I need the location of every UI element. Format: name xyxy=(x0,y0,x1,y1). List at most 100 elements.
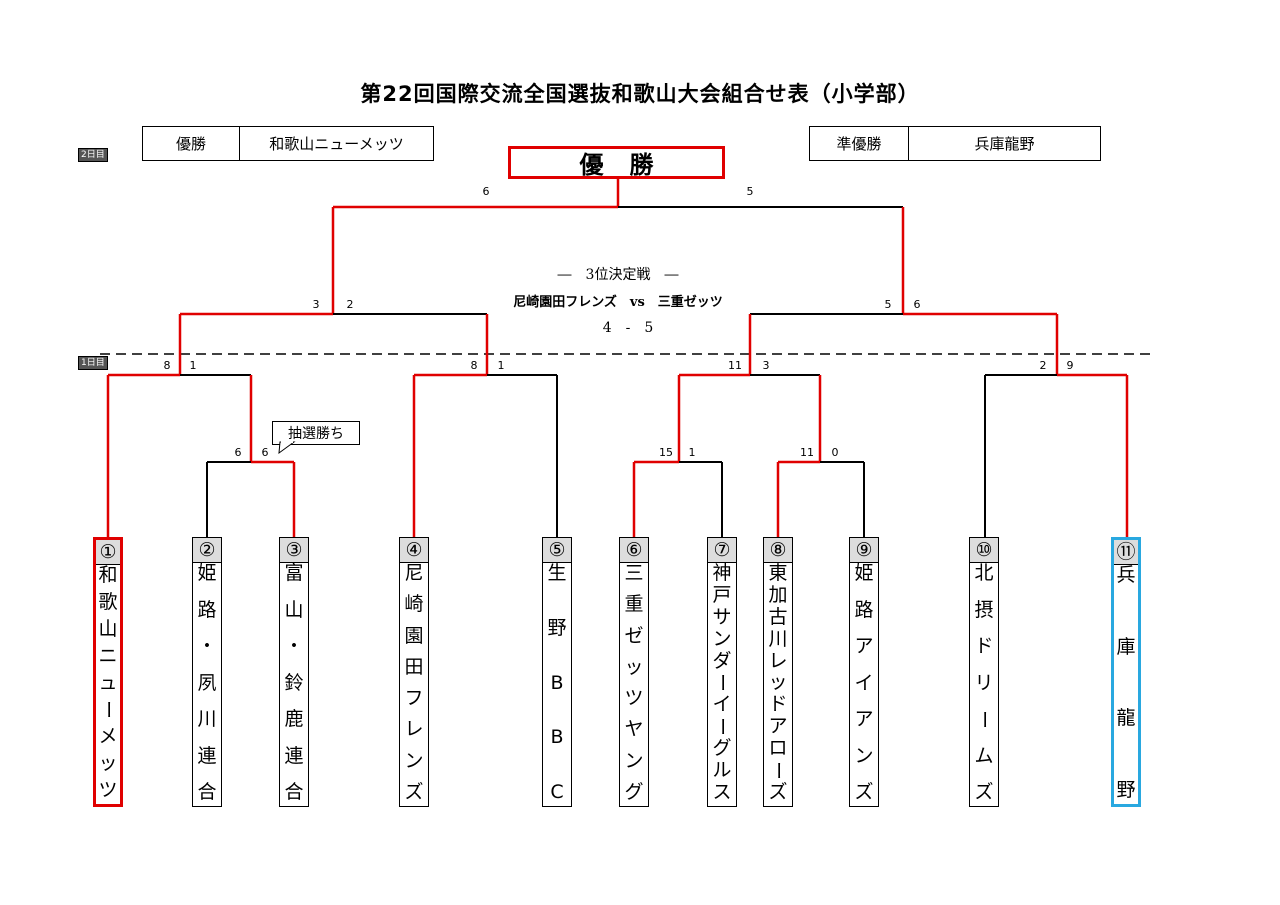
team-name: 富山・鈴鹿連合 xyxy=(280,564,308,802)
team-name: 三重ゼッツヤング xyxy=(620,564,648,802)
team-name-char: 庫 xyxy=(1116,635,1136,658)
team-name-char: 歌 xyxy=(98,590,118,613)
team-name-char: 山 xyxy=(98,617,118,640)
team-number: ⑩ xyxy=(970,538,998,563)
team-name-char: 姫 xyxy=(197,562,217,584)
team-name-char: ズ xyxy=(404,780,424,803)
team-name-char: ツ xyxy=(98,779,118,801)
runner-up-team: 兵庫龍野 xyxy=(974,135,1035,153)
team-name-char: 合 xyxy=(284,781,304,803)
score-qf4-a: 2 xyxy=(1039,359,1047,372)
third-place-heading: ― 3位決定戦 ― xyxy=(557,267,679,283)
team-name-char: ン xyxy=(624,749,644,772)
team-number: ⑪ xyxy=(1114,540,1138,565)
score-r1-b-a: 15 xyxy=(659,446,673,459)
page-title: 第22回国際交流全国選抜和歌山大会組合せ表（小学部） xyxy=(360,82,920,106)
team-name-char: 山 xyxy=(284,598,304,621)
team-name-char: 尼 xyxy=(404,562,424,584)
team-name-char: 路 xyxy=(197,598,217,621)
team-name-char: 路 xyxy=(854,598,874,621)
score-final-left: 6 xyxy=(482,185,490,198)
team-name-char: ッ xyxy=(98,752,118,775)
team-name-char: 連 xyxy=(284,744,304,767)
team-name-char: 生 xyxy=(547,562,567,584)
team-name-char: ッ xyxy=(624,655,644,678)
third-place-score: 4 - 5 xyxy=(602,320,654,336)
team-name-char: ュ xyxy=(98,671,118,694)
team-name-char: ー xyxy=(973,709,996,730)
team-name-char: ン xyxy=(404,749,424,772)
team-name-char: レ xyxy=(768,649,788,672)
team-name-char: ド xyxy=(768,693,788,716)
team-name-char: C xyxy=(550,781,564,803)
team-name-char: ア xyxy=(854,635,874,657)
team-name-char: ズ xyxy=(854,781,874,803)
team-name-char: 龍 xyxy=(1116,707,1136,730)
score-final-right: 5 xyxy=(746,185,754,198)
team-name-char: リ xyxy=(974,671,994,694)
score-r1-c-a: 11 xyxy=(800,446,814,459)
team-name-char: 戸 xyxy=(712,583,732,606)
score-sf-right-a: 5 xyxy=(884,298,892,311)
team-name: 尼崎園田フレンズ xyxy=(400,564,428,802)
team-name: 北摂ドリームズ xyxy=(970,564,998,802)
team-name-char: 古 xyxy=(768,605,788,628)
team-name-char: イ xyxy=(712,693,732,716)
score-sf-right-b: 6 xyxy=(913,298,921,311)
team-name-char: ゼ xyxy=(624,624,644,647)
team-name-char: ニ xyxy=(98,644,118,667)
team-name-char: 和 xyxy=(98,564,118,586)
team-name-char: イ xyxy=(854,671,874,694)
team-name: 兵庫龍野 xyxy=(1114,566,1138,800)
team-name-char: 摂 xyxy=(974,598,994,621)
team-name: 和歌山ニューメッツ xyxy=(96,566,120,800)
team-name-char: 川 xyxy=(197,708,217,730)
score-qf3-a: 11 xyxy=(728,359,742,372)
score-r1-a-a: 6 xyxy=(234,446,242,459)
team-name-char: ・ xyxy=(284,635,304,657)
score-qf3-b: 3 xyxy=(762,359,770,372)
team-name-char: 崎 xyxy=(404,593,424,616)
team-name-char: ズ xyxy=(974,781,994,803)
team-name-char: ン xyxy=(712,627,732,650)
team-name-char: 北 xyxy=(974,562,994,584)
score-qf2-a: 8 xyxy=(470,359,478,372)
team-name-char: ー xyxy=(711,673,734,693)
team-name-char: 川 xyxy=(768,627,788,650)
team-name-char: 兵 xyxy=(1116,564,1136,586)
team-name-char: 野 xyxy=(547,616,567,639)
team-name-char: サ xyxy=(712,605,732,628)
team-number: ③ xyxy=(280,538,308,563)
score-r1-a-b: 6 xyxy=(261,446,269,459)
team-name-char: ル xyxy=(712,759,732,782)
team-name-char: 加 xyxy=(768,583,788,606)
team-name: 東加古川レッドアローズ xyxy=(764,564,792,802)
team-name-char: 神 xyxy=(712,562,732,584)
team-name-char: B xyxy=(550,726,564,749)
team-name-char: 重 xyxy=(624,593,644,616)
team-name-char: 夙 xyxy=(197,671,217,694)
team-name-char: ー xyxy=(711,717,734,737)
team-name-char: フ xyxy=(404,687,424,710)
team-name-char: ロ xyxy=(768,737,788,760)
team-name-char: ア xyxy=(768,715,788,738)
team-name-char: 鹿 xyxy=(284,708,304,730)
score-sf-left-b: 2 xyxy=(346,298,354,311)
champion-box: 優勝 xyxy=(508,146,725,179)
team-name-char: ・ xyxy=(197,635,217,657)
team-name-char: グ xyxy=(712,737,732,760)
team-name-char: ス xyxy=(712,780,732,803)
score-r1-c-b: 0 xyxy=(831,446,839,459)
team-number: ⑥ xyxy=(620,538,648,563)
team-number: ⑨ xyxy=(850,538,878,563)
